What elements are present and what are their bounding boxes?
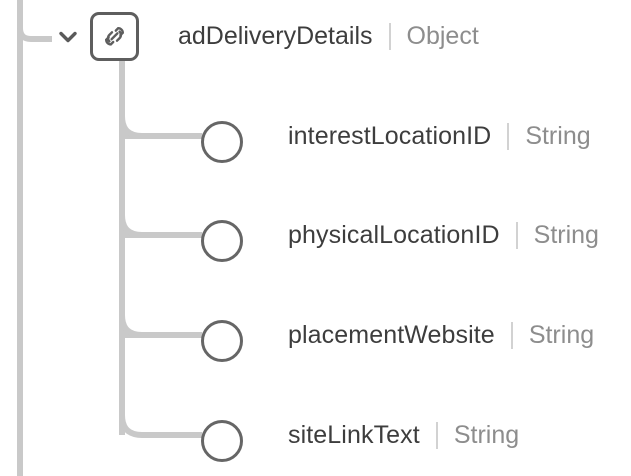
child-node-type: String bbox=[533, 220, 599, 249]
circle-node-icon[interactable] bbox=[201, 420, 243, 462]
elbow-corner-3 bbox=[119, 314, 143, 338]
child-node-type: String bbox=[525, 121, 591, 150]
elbow-corner-1 bbox=[119, 115, 143, 139]
child-node-type: String bbox=[528, 320, 595, 349]
child-node-label: physicalLocationID String bbox=[288, 207, 599, 263]
tree-node-child[interactable]: interestLocationID String bbox=[0, 108, 631, 164]
label-divider bbox=[388, 22, 391, 50]
child-node-label: interestLocationID String bbox=[288, 108, 591, 164]
root-elbow-line bbox=[17, 20, 52, 42]
child-node-name: placementWebsite bbox=[288, 320, 495, 349]
tree-node-root[interactable]: adDeliveryDetails Object bbox=[0, 0, 631, 74]
label-divider bbox=[507, 122, 510, 150]
elbow-corner-2 bbox=[119, 214, 143, 238]
circle-node-icon[interactable] bbox=[201, 320, 243, 362]
tree-node-child[interactable]: physicalLocationID String bbox=[0, 207, 631, 263]
child-node-type: String bbox=[453, 420, 520, 449]
root-node-name: adDeliveryDetails bbox=[178, 21, 373, 50]
link-chain-icon[interactable] bbox=[90, 12, 139, 61]
child-node-name: physicalLocationID bbox=[288, 220, 500, 249]
label-divider bbox=[510, 321, 513, 349]
root-node-type: Object bbox=[406, 21, 479, 50]
child-node-name: interestLocationID bbox=[288, 121, 492, 150]
label-divider bbox=[515, 221, 518, 249]
circle-node-icon[interactable] bbox=[201, 121, 243, 163]
child-elbow-line-4 bbox=[119, 414, 202, 438]
child-node-label: siteLinkText String bbox=[288, 407, 519, 463]
tree-node-child[interactable]: siteLinkText String bbox=[0, 407, 631, 463]
chevron-down-icon[interactable] bbox=[57, 26, 79, 48]
tree-node-child[interactable]: placementWebsite String bbox=[0, 307, 631, 363]
root-node-label: adDeliveryDetails Object bbox=[178, 18, 479, 54]
circle-node-icon[interactable] bbox=[201, 220, 243, 262]
label-divider bbox=[435, 421, 438, 449]
child-node-name: siteLinkText bbox=[288, 420, 420, 449]
child-node-label: placementWebsite String bbox=[288, 307, 594, 363]
